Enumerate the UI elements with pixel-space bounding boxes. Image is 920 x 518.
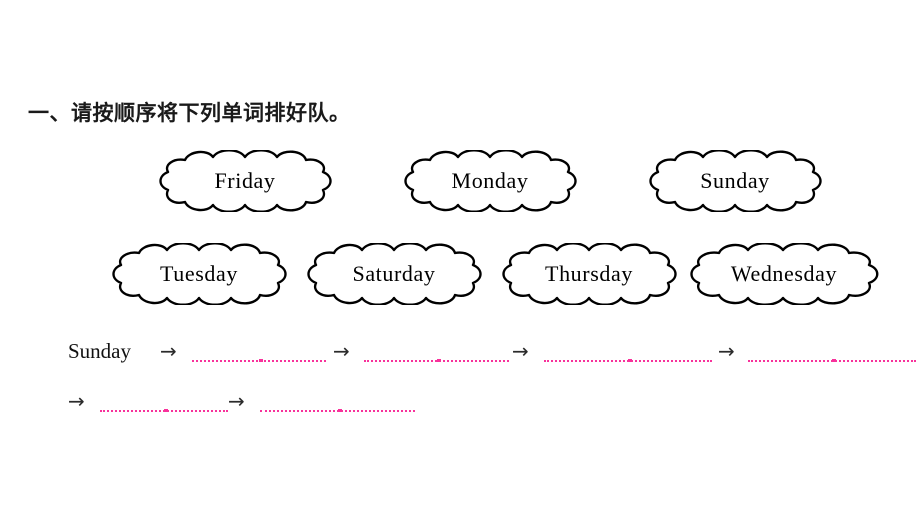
- cloud-label: Thursday: [545, 260, 633, 286]
- cloud-label: Monday: [451, 167, 529, 193]
- word-cloud-thursday[interactable]: Thursday: [498, 243, 680, 305]
- arrow-icon-5: →: [68, 389, 85, 413]
- arrow-icon-2: →: [333, 339, 350, 363]
- answer-start-word: Sunday: [68, 339, 131, 363]
- answer-row-1: Sunday → → → →: [0, 330, 920, 382]
- word-cloud-monday[interactable]: Monday: [400, 150, 580, 212]
- cloud-label: Saturday: [352, 260, 436, 286]
- answer-blank-5[interactable]: [100, 409, 228, 412]
- cloud-label: Sunday: [700, 167, 770, 193]
- cloud-label: Friday: [214, 167, 276, 193]
- cloud-shape-icon: [690, 243, 879, 305]
- cloud-shape-icon: [112, 243, 287, 305]
- cloud-shape-icon: [404, 150, 577, 212]
- cloud-label: Tuesday: [160, 260, 238, 286]
- answer-blank-1[interactable]: [192, 359, 326, 362]
- answer-blank-2[interactable]: [364, 359, 509, 362]
- arrow-icon-1: →: [160, 339, 177, 363]
- word-cloud-row-2: Tuesday Saturday Thursday Wednesday: [0, 243, 920, 305]
- answer-sequence: Sunday → → → → → →: [0, 330, 920, 434]
- arrow-icon-6: →: [228, 389, 245, 413]
- cloud-shape-icon: [307, 243, 482, 305]
- arrow-icon-3: →: [512, 339, 529, 363]
- word-cloud-friday[interactable]: Friday: [155, 150, 335, 212]
- word-cloud-wednesday[interactable]: Wednesday: [686, 243, 882, 305]
- cloud-shape-icon: [159, 150, 332, 212]
- cloud-label: Wednesday: [730, 260, 838, 286]
- word-cloud-saturday[interactable]: Saturday: [303, 243, 485, 305]
- answer-blank-6[interactable]: [260, 409, 415, 412]
- word-cloud-tuesday[interactable]: Tuesday: [108, 243, 290, 305]
- cloud-shape-icon: [649, 150, 822, 212]
- word-cloud-row-1: Friday Monday Sunday: [0, 150, 920, 212]
- answer-blank-3[interactable]: [544, 359, 712, 362]
- answer-blank-4[interactable]: [748, 359, 916, 362]
- arrow-icon-4: →: [718, 339, 735, 363]
- answer-row-2: → →: [0, 382, 920, 434]
- page-title: 一、请按顺序将下列单词排好队。: [28, 101, 351, 125]
- word-cloud-sunday[interactable]: Sunday: [645, 150, 825, 212]
- cloud-shape-icon: [502, 243, 677, 305]
